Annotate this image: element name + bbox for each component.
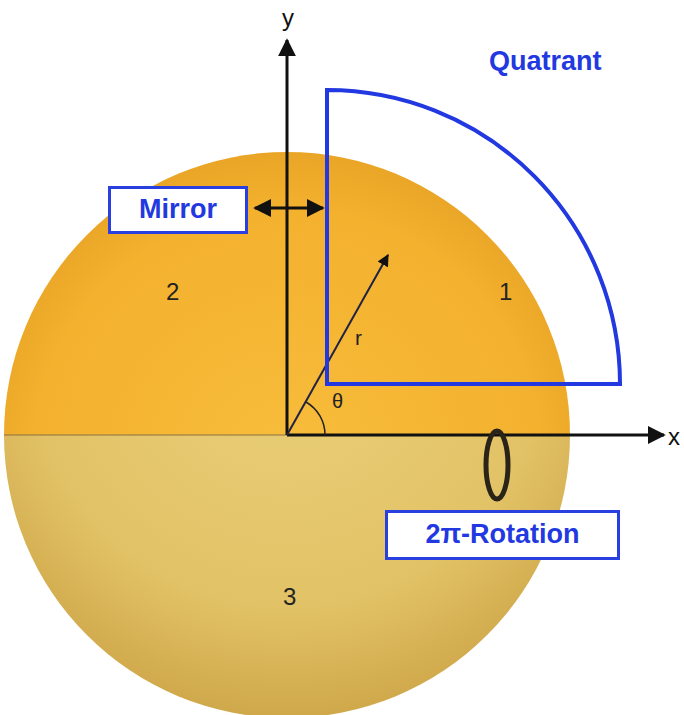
radius-label: r [355, 326, 362, 349]
axis-label: y [282, 5, 294, 31]
quadrant-outline [327, 90, 620, 384]
angle-arc [306, 402, 325, 435]
equator-line [4, 435, 287, 436]
y-axis [286, 40, 289, 435]
quadrant-label: Quatrant [489, 47, 602, 77]
rotation-ring [486, 431, 508, 499]
mirror-arrow [255, 207, 323, 210]
angle-label: θ [332, 390, 343, 412]
axis-label: x [668, 424, 680, 450]
lower-hemisphere [4, 435, 570, 715]
x-axis [287, 434, 664, 437]
region-number: 3 [283, 584, 296, 610]
region-number: 2 [166, 279, 179, 305]
box-text: Mirror [139, 195, 217, 225]
rotation-box: 2π-Rotation [385, 510, 620, 560]
region-number: 1 [499, 279, 512, 305]
box-text: 2π-Rotation [425, 520, 579, 550]
radius-vector [287, 255, 388, 435]
mirror-box: Mirror [108, 186, 248, 234]
